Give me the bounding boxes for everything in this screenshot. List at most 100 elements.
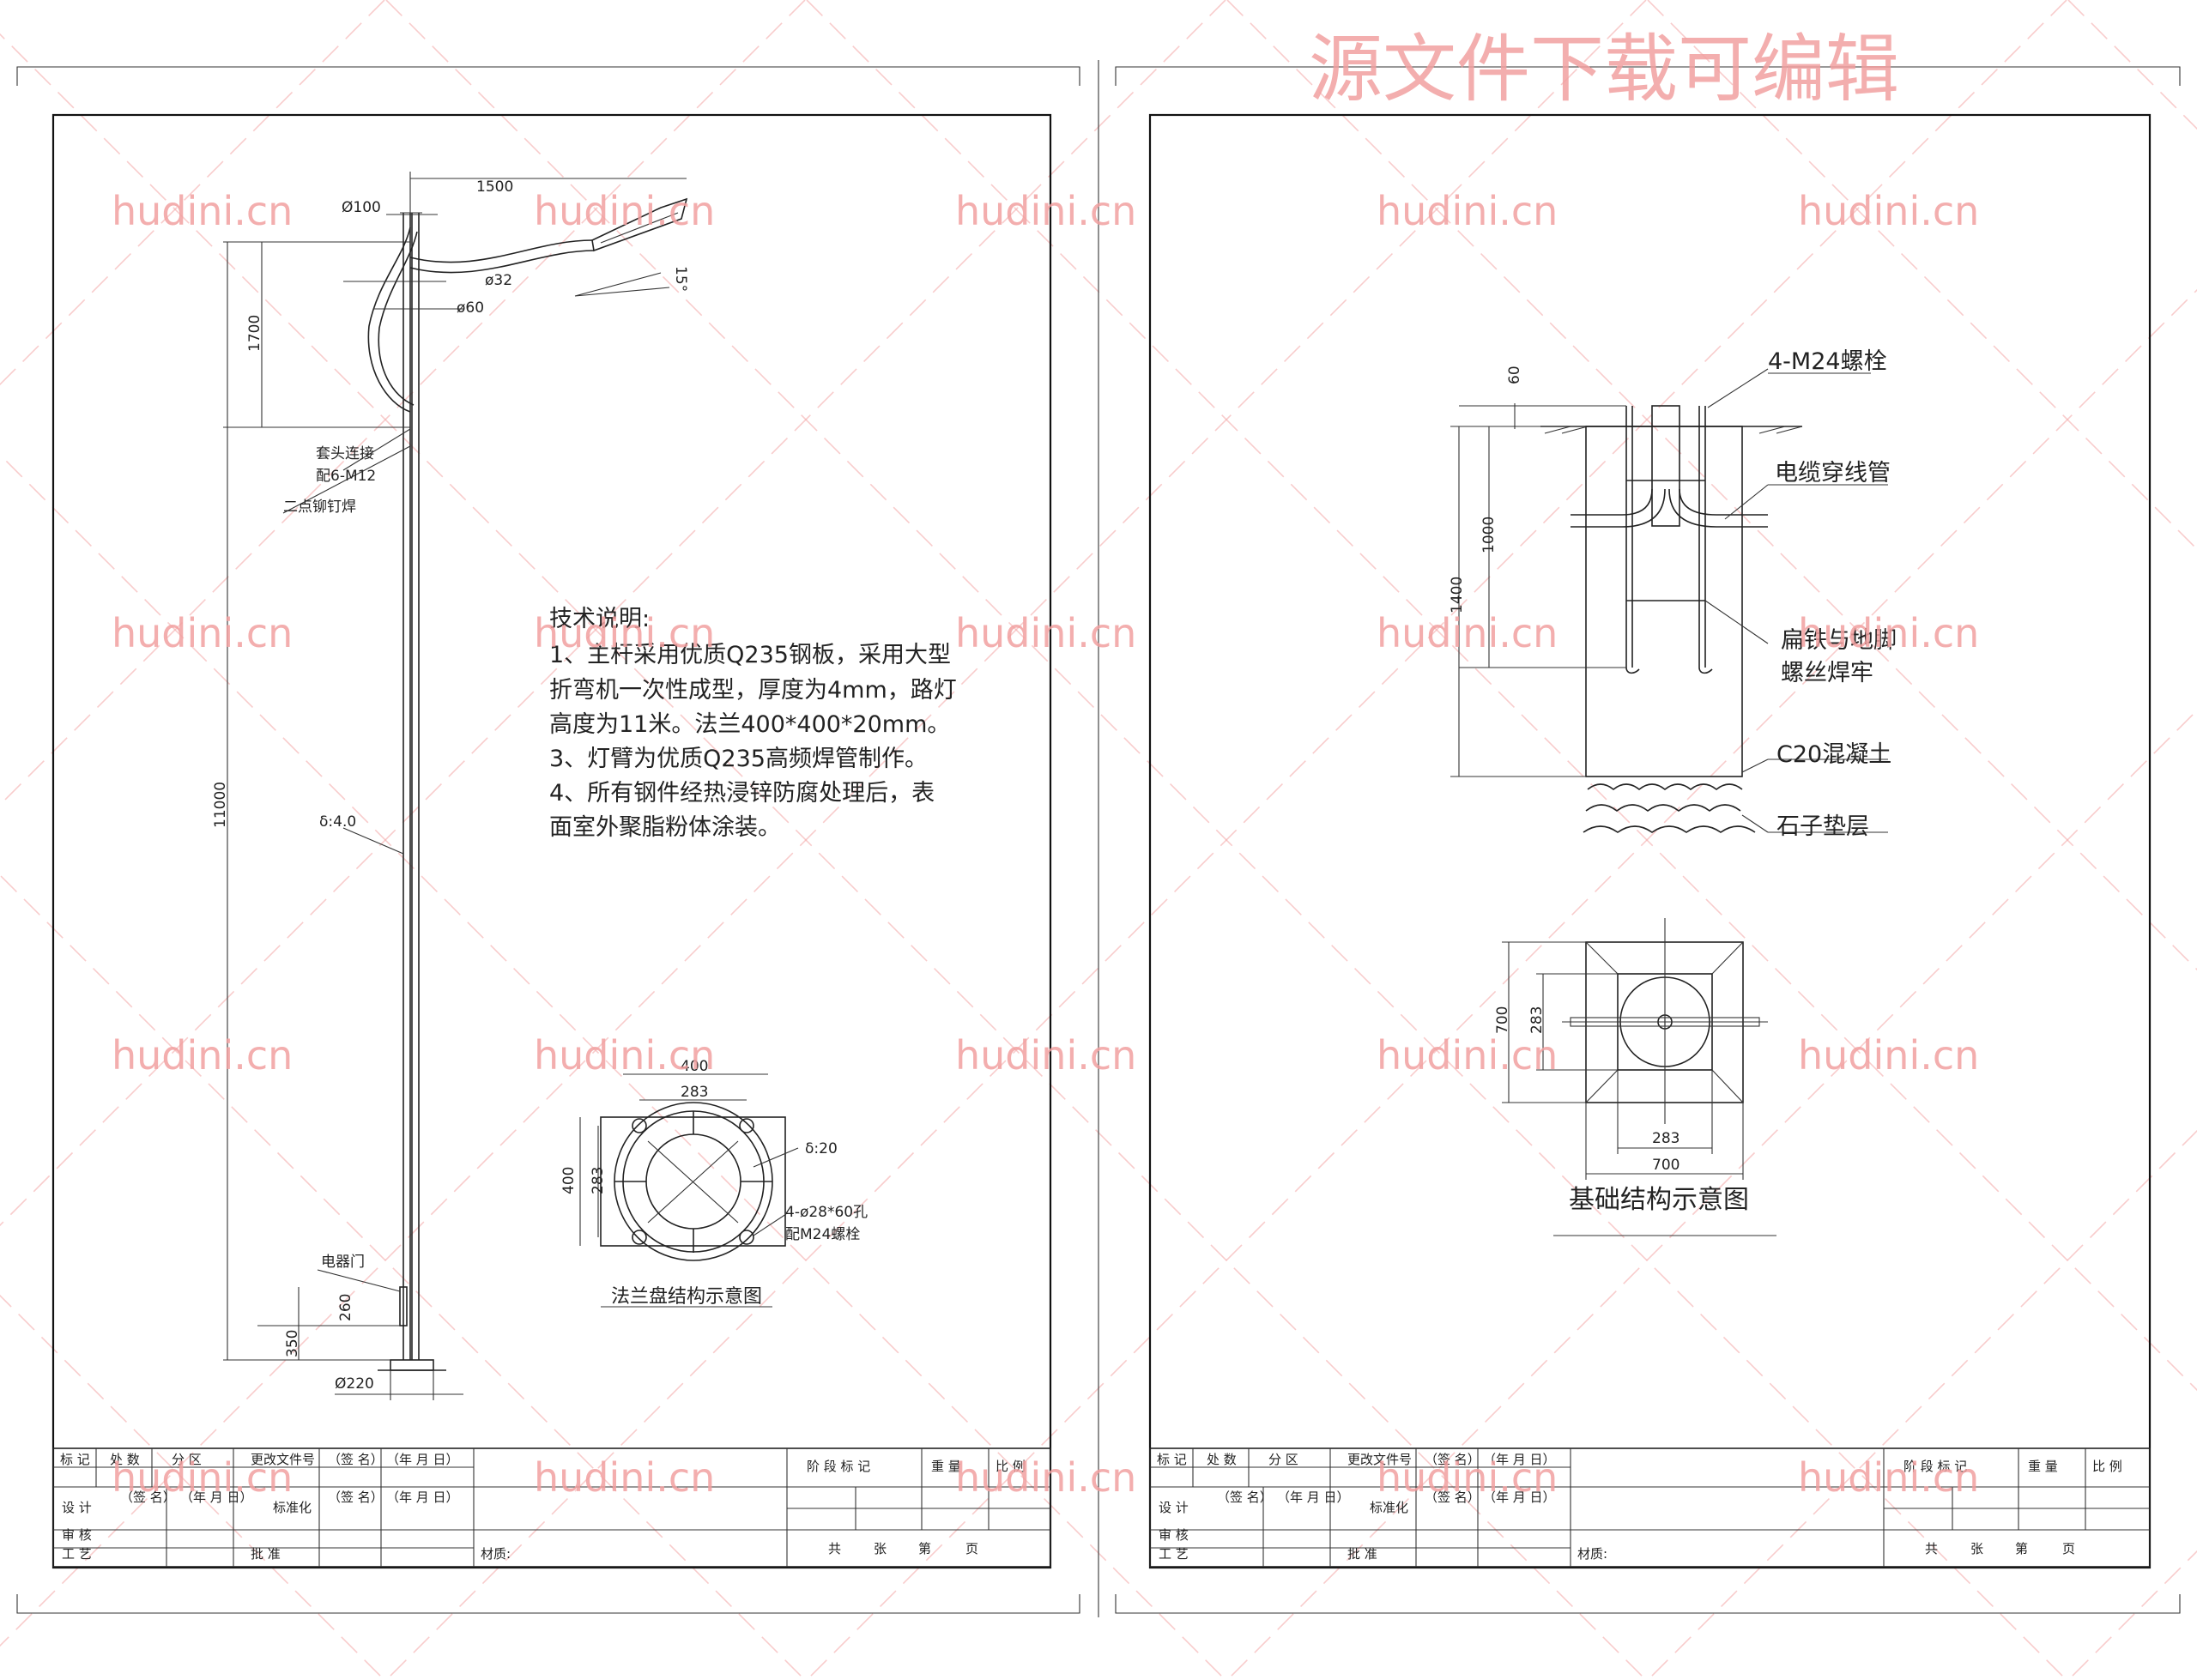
- dim-phi60: ø60: [457, 299, 484, 317]
- foundation-section: [1450, 368, 1888, 833]
- tb-l-doc: 更改文件号: [251, 1452, 315, 1467]
- watermark-hatch-line: [806, 288, 2197, 1680]
- tb-r-mark: 标 记: [1157, 1452, 1187, 1467]
- dim-base-height: 350: [284, 1330, 301, 1357]
- tech-line-5: 4、所有钢件经热浸锌防腐处理后，表: [549, 780, 935, 807]
- tb-l-review: 审 核: [62, 1527, 92, 1543]
- label-m24-bolts: 4-M24螺栓: [1768, 348, 1887, 375]
- tb-l-sig3: （签 名）: [328, 1490, 384, 1505]
- tb-r-date3: （年 月 日）: [1483, 1490, 1556, 1505]
- tb-l-date2: （年 月 日）: [180, 1490, 253, 1505]
- tech-notes: 技术说明: 1、主杆采用优质Q235钢板，采用大型 折弯机一次性成型，厚度为4m…: [549, 606, 957, 841]
- plan-w700: 700: [1652, 1157, 1680, 1174]
- pole-dimensions: [223, 172, 687, 1400]
- tb-l-design: 设 计: [62, 1500, 92, 1515]
- dim-1000: 1000: [1480, 517, 1498, 553]
- tech-line-2: 折弯机一次性成型，厚度为4mm，路灯: [549, 677, 957, 704]
- tb-r-scale: 比 例: [2092, 1459, 2122, 1474]
- flange-w400: 400: [681, 1058, 708, 1075]
- plan-w283: 283: [1652, 1130, 1680, 1147]
- watermark-site: hudini.cn: [1798, 1454, 1979, 1501]
- label-thickness: δ:4.0: [319, 813, 356, 831]
- dim-base-dia: Ø220: [335, 1375, 374, 1393]
- tb-r-doc: 更改文件号: [1347, 1452, 1412, 1467]
- title-block-left: [52, 1447, 1051, 1568]
- tb-l-stage: 阶 段 标 记: [807, 1459, 870, 1474]
- tb-r-approve: 批 准: [1347, 1546, 1377, 1562]
- tb-r-page: 页: [2062, 1541, 2075, 1556]
- watermark-site: hudini.cn: [1377, 188, 1558, 234]
- tb-l-count: 处 数: [110, 1452, 140, 1467]
- watermark-hatch-line: [1647, 0, 2197, 551]
- tb-r-zhang: 张: [1970, 1541, 1983, 1556]
- watermark-grid: hudini.cn hudini.cn hudini.cn hudini.cn hudi…: [112, 188, 1979, 1501]
- watermark-site: hudini.cn: [112, 610, 293, 656]
- flange-h400: 400: [560, 1167, 578, 1194]
- watermark-site: hudini.cn: [955, 1032, 1136, 1079]
- flange-h283: 283: [590, 1167, 607, 1194]
- tb-r-sig2: （签 名）: [1217, 1490, 1273, 1505]
- tb-l-approve: 批 准: [251, 1546, 281, 1562]
- tb-l-weight: 重 量: [931, 1459, 961, 1474]
- tech-title: 技术说明:: [549, 606, 650, 632]
- label-weld-1: 扁铁与地脚: [1781, 627, 1897, 654]
- sheet-frames: [16, 60, 2181, 1617]
- watermark-site: hudini.cn: [534, 1454, 715, 1501]
- tb-r-review: 审 核: [1159, 1527, 1189, 1543]
- watermark-site: hudini.cn: [534, 188, 715, 234]
- tb-l-date3: （年 月 日）: [386, 1490, 459, 1505]
- watermark-site: hudini.cn: [955, 1454, 1136, 1501]
- tb-l-std: 标准化: [273, 1500, 312, 1515]
- tb-r-di: 第: [2015, 1541, 2028, 1556]
- dim-1400: 1400: [1449, 577, 1466, 613]
- tech-line-1: 1、主杆采用优质Q235钢板，采用大型: [549, 642, 951, 668]
- dim-total-height: 11000: [212, 782, 229, 828]
- tb-l-zone: 分 区: [172, 1452, 202, 1467]
- tb-r-weight: 重 量: [2028, 1459, 2058, 1474]
- watermark-hatch-line: [0, 0, 385, 386]
- dim-arm-length: 1500: [476, 178, 513, 196]
- dim-door-height: 260: [337, 1294, 354, 1321]
- tb-r-design: 设 计: [1159, 1500, 1189, 1515]
- flange-plate-drawing: [579, 1073, 799, 1308]
- tb-r-zone: 分 区: [1268, 1452, 1298, 1467]
- label-rivet: 二点铆钉焊: [283, 499, 356, 516]
- tb-l-scale: 比 例: [996, 1459, 1026, 1474]
- plan-caption: 基础结构示意图: [1569, 1185, 1749, 1215]
- plan-h700: 700: [1494, 1006, 1511, 1034]
- tb-l-craft: 工 艺: [62, 1546, 92, 1562]
- tb-r-material: 材质:: [1577, 1546, 1607, 1562]
- tb-l-sign: （签 名）: [328, 1452, 384, 1467]
- label-weld-2: 螺丝焊牢: [1781, 660, 1873, 686]
- flange-bolts: 配M24螺栓: [785, 1226, 860, 1243]
- tb-r-craft: 工 艺: [1159, 1546, 1189, 1562]
- watermark-site: hudini.cn: [1798, 610, 1979, 656]
- watermark-site: hudini.cn: [955, 610, 1136, 656]
- tb-r-date: （年 月 日）: [1483, 1452, 1556, 1467]
- label-conduit: 电缆穿线管: [1775, 460, 1891, 486]
- watermark-site: hudini.cn: [112, 1454, 293, 1501]
- flange-thick: δ:20: [805, 1140, 838, 1157]
- watermark-hatch-line: [1226, 709, 2197, 1680]
- tb-l-zhang: 张: [874, 1541, 887, 1556]
- pole-dimension-labels: 1500 Ø100 ø32 ø60 15° 1700 11000 套头连接 配6…: [212, 178, 689, 1393]
- watermark-site: hudini.cn: [1798, 1032, 1979, 1079]
- watermark-site: hudini.cn: [112, 188, 293, 234]
- plan-labels: 700 283 283 700 基础结构示意图: [1494, 1006, 1749, 1215]
- watermark-headline: 源文件下载可编辑: [1309, 27, 1899, 112]
- flange-labels: 400 283 400 283 δ:20 4-ø28*60孔 配M24螺栓 法兰…: [560, 1058, 868, 1308]
- foundation-labels: 4-M24螺栓 电缆穿线管 扁铁与地脚 螺丝焊牢 C20混凝土 石子垫层 60 …: [1449, 348, 1897, 840]
- title-block-right-text: 标 记 处 数 分 区 更改文件号 （签 名） （年 月 日） 阶 段 标 记 …: [1157, 1452, 2122, 1562]
- tb-l-di: 第: [918, 1541, 931, 1556]
- dim-60: 60: [1506, 366, 1523, 384]
- label-gravel: 石子垫层: [1776, 813, 1869, 840]
- label-concrete: C20混凝土: [1776, 741, 1891, 768]
- watermark-site: hudini.cn: [534, 610, 715, 656]
- tb-r-stage: 阶 段 标 记: [1903, 1459, 1967, 1474]
- plan-h283: 283: [1528, 1006, 1546, 1034]
- watermark-site: hudini.cn: [1377, 610, 1558, 656]
- watermark-hatch-line: [0, 0, 1226, 1227]
- tb-l-total: 共: [828, 1541, 841, 1556]
